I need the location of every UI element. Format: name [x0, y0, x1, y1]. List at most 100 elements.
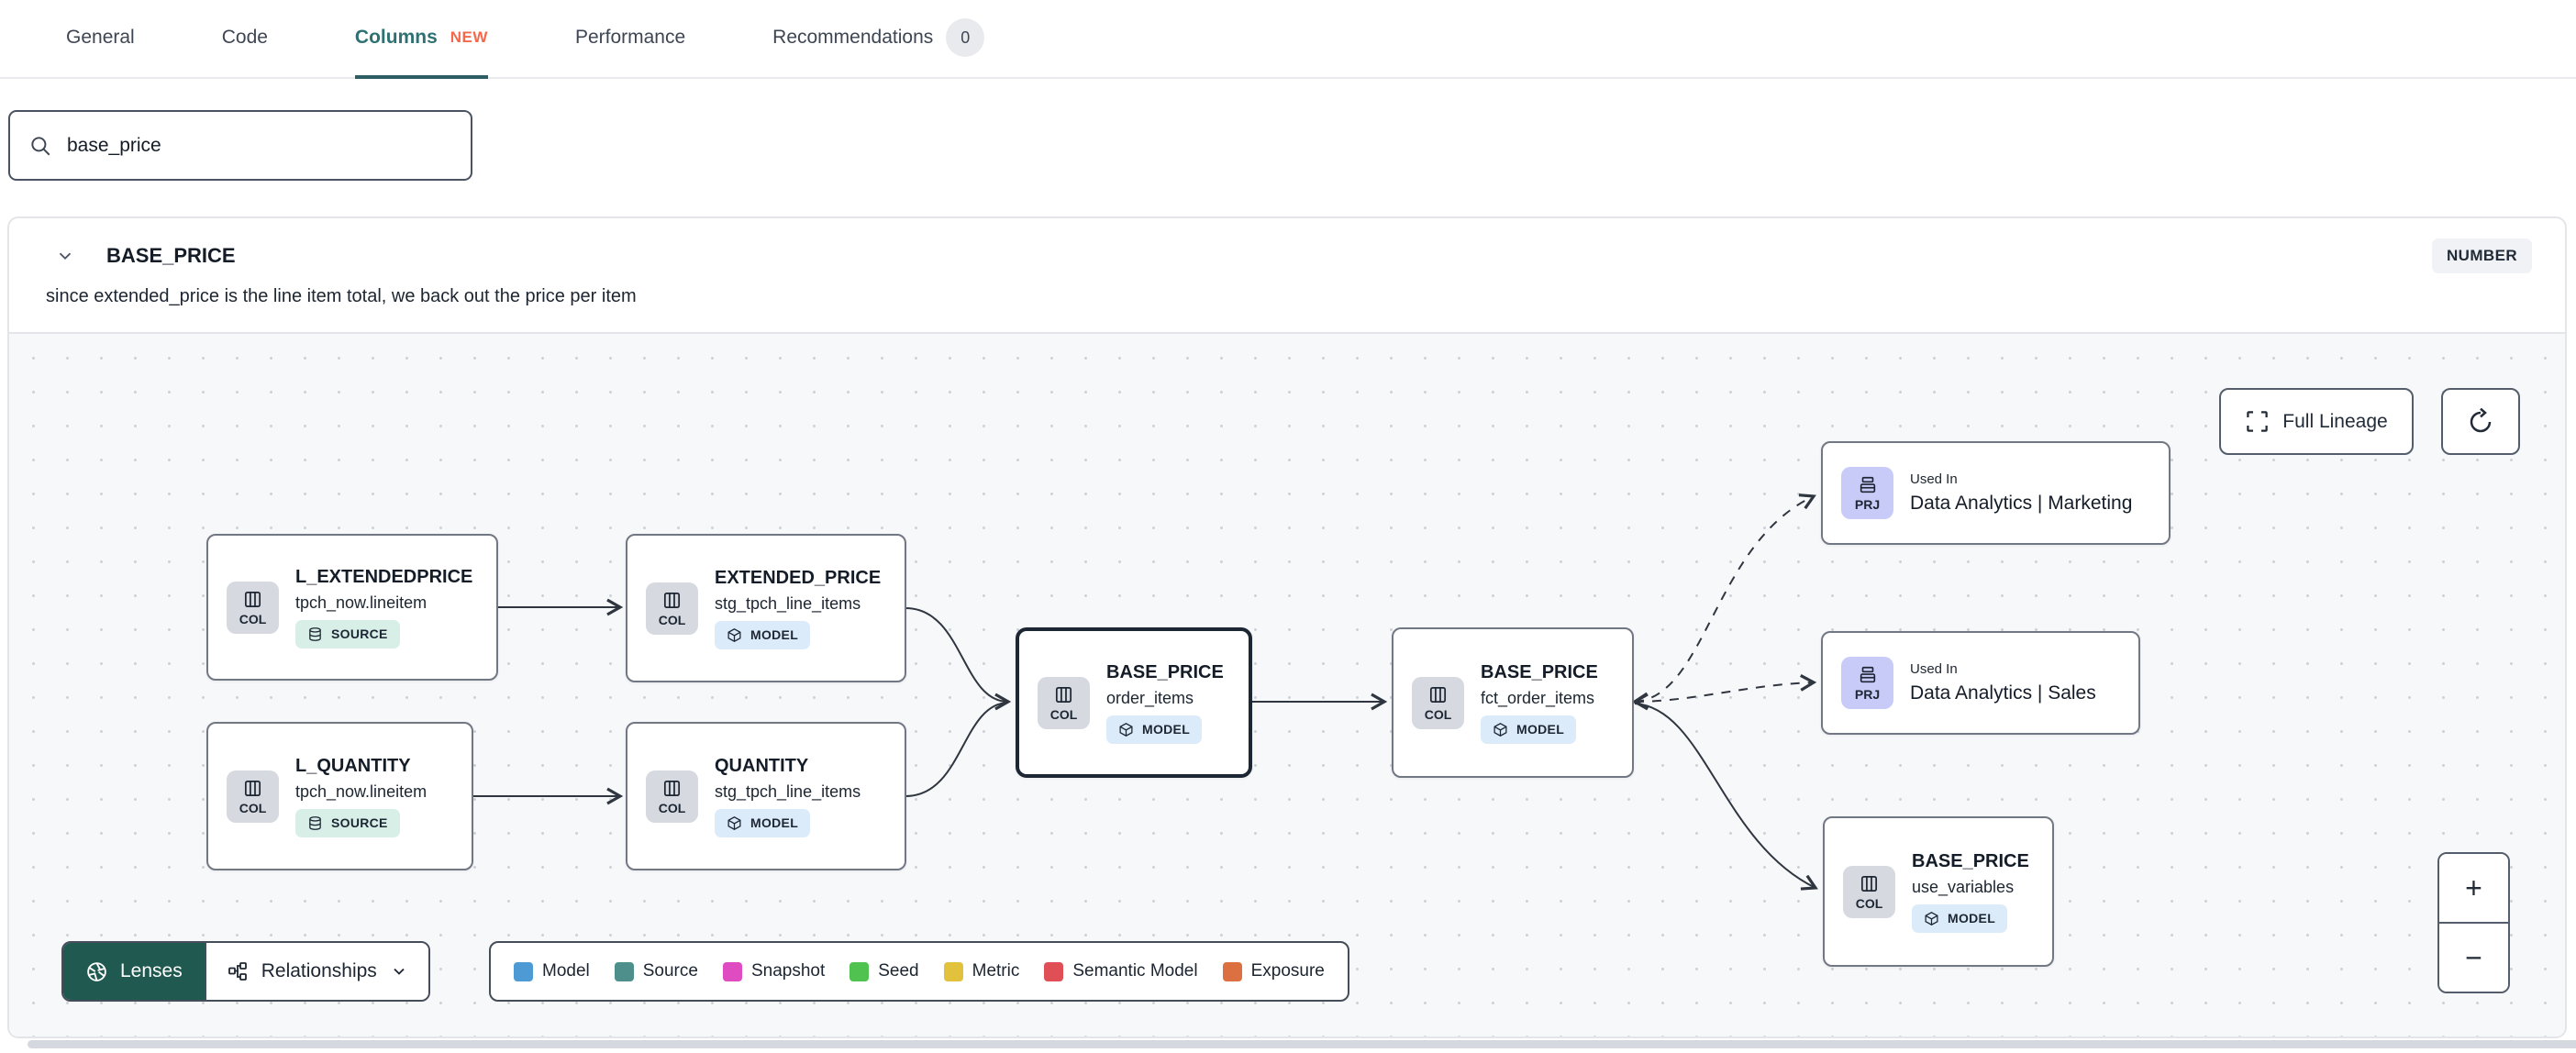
- columns-icon: [1429, 686, 1447, 703]
- project-kind-badge: PRJ: [1841, 657, 1893, 709]
- search-box[interactable]: [8, 110, 472, 181]
- cube-icon: [1119, 722, 1133, 737]
- column-kind-badge: COL: [1843, 865, 1895, 918]
- tab-recommendations[interactable]: Recommendations 0: [772, 0, 985, 79]
- node-subtitle: use_variables: [1912, 877, 2015, 896]
- tab-label: Code: [221, 27, 268, 48]
- semantic-model-swatch: [1044, 961, 1064, 981]
- lineage-node-l-quantity[interactable]: COL L_QUANTITY tpch_now.lineitem SOURCE: [206, 722, 473, 870]
- relationships-label: Relationships: [261, 960, 377, 981]
- column-kind-badge: COL: [1412, 676, 1464, 729]
- kind-label: COL: [658, 800, 686, 815]
- node-eyebrow: Used In: [1910, 661, 1958, 677]
- legend-item-exposure: Exposure: [1222, 961, 1325, 981]
- tab-bar: General Code Columns NEW Performance Rec…: [0, 0, 2576, 79]
- full-lineage-label: Full Lineage: [2282, 410, 2388, 432]
- new-badge: NEW: [450, 28, 488, 46]
- horizontal-scrollbar[interactable]: [28, 1040, 2576, 1048]
- kind-label: COL: [1855, 895, 1883, 911]
- zoom-out-button[interactable]: −: [2439, 924, 2508, 992]
- kind-label: COL: [1049, 706, 1078, 722]
- lineage-canvas[interactable]: Full Lineage COL L_EXTENDEDPRICE tpch_no…: [9, 332, 2565, 1036]
- kind-label: PRJ: [1854, 496, 1881, 512]
- model-badge: MODEL: [1106, 715, 1203, 744]
- snapshot-swatch: [722, 961, 742, 981]
- lineage-edges: [472, 493, 1818, 891]
- column-kind-badge: COL: [227, 770, 279, 823]
- lenses-button[interactable]: Lenses: [63, 943, 205, 1000]
- cube-icon: [727, 815, 741, 830]
- lineage-node-extended-price[interactable]: COL EXTENDED_PRICE stg_tpch_line_items M…: [626, 534, 906, 682]
- tab-label: General: [66, 27, 135, 48]
- columns-icon: [1860, 875, 1878, 892]
- source-badge: SOURCE: [295, 808, 400, 837]
- column-description: since extended_price is the line item to…: [46, 286, 637, 306]
- lineage-node-quantity[interactable]: COL QUANTITY stg_tpch_line_items MODEL: [626, 722, 906, 870]
- project-icon: [1860, 666, 1875, 682]
- search-icon: [31, 136, 50, 155]
- lineage-node-l-extendedprice[interactable]: COL L_EXTENDEDPRICE tpch_now.lineitem SO…: [206, 534, 498, 681]
- zoom-in-button[interactable]: +: [2439, 854, 2508, 924]
- node-title: Data Analytics | Marketing: [1910, 493, 2133, 514]
- column-card: BASE_PRICE NUMBER since extended_price i…: [7, 216, 2567, 1038]
- column-kind-badge: COL: [646, 770, 698, 823]
- model-badge: MODEL: [715, 808, 811, 837]
- columns-icon: [244, 591, 261, 607]
- column-kind-badge: COL: [1038, 676, 1090, 729]
- search-input[interactable]: [67, 134, 452, 157]
- aperture-icon: [87, 961, 106, 981]
- column-card-header: BASE_PRICE NUMBER since extended_price i…: [9, 218, 2565, 332]
- lineage-node-base-price-fct-order-items[interactable]: COL BASE_PRICE fct_order_items MODEL: [1392, 627, 1634, 778]
- node-subtitle: stg_tpch_line_items: [715, 781, 861, 801]
- tab-label: Columns: [354, 27, 438, 48]
- columns-icon: [663, 780, 681, 796]
- tab-columns[interactable]: Columns NEW: [354, 0, 488, 79]
- cube-icon: [1925, 911, 1938, 926]
- project-icon: [1860, 476, 1875, 493]
- lineage-node-used-in-marketing[interactable]: PRJ Used In Data Analytics | Marketing: [1821, 441, 2171, 545]
- legend-item-metric: Metric: [943, 961, 1019, 981]
- tab-code[interactable]: Code: [222, 0, 268, 79]
- model-badge: MODEL: [1912, 903, 2008, 933]
- recommendations-count-badge: 0: [946, 18, 985, 57]
- tab-performance[interactable]: Performance: [575, 0, 685, 79]
- node-subtitle: order_items: [1106, 688, 1194, 707]
- source-badge: SOURCE: [295, 619, 400, 648]
- badge-label: MODEL: [1142, 722, 1191, 737]
- cube-icon: [727, 627, 741, 642]
- metric-swatch: [943, 961, 963, 981]
- column-name: BASE_PRICE: [106, 244, 236, 267]
- kind-label: COL: [239, 611, 267, 626]
- refresh-button[interactable]: [2441, 388, 2520, 455]
- refresh-icon: [2470, 407, 2492, 432]
- project-kind-badge: PRJ: [1841, 467, 1893, 519]
- cube-icon: [1493, 722, 1507, 737]
- full-lineage-button[interactable]: Full Lineage: [2219, 388, 2414, 455]
- node-title: BASE_PRICE: [1481, 661, 1598, 682]
- tab-general[interactable]: General: [66, 0, 135, 79]
- legend-item-source: Source: [614, 961, 698, 981]
- database-icon: [309, 815, 321, 830]
- column-type-badge: NUMBER: [2431, 238, 2532, 273]
- database-icon: [309, 626, 321, 641]
- legend-item-snapshot: Snapshot: [722, 961, 825, 981]
- lineage-node-used-in-sales[interactable]: PRJ Used In Data Analytics | Sales: [1821, 631, 2140, 735]
- model-swatch: [514, 961, 533, 981]
- lenses-control-group: Lenses Relationships: [61, 941, 430, 1002]
- chevron-down-icon[interactable]: [55, 246, 75, 266]
- node-title: Data Analytics | Sales: [1910, 682, 2096, 704]
- kind-label: PRJ: [1854, 686, 1881, 702]
- zoom-controls: + −: [2437, 852, 2510, 993]
- search-row: [0, 79, 2576, 216]
- node-subtitle: fct_order_items: [1481, 688, 1595, 707]
- legend-item-semantic-model: Semantic Model: [1044, 961, 1198, 981]
- legend-item-seed: Seed: [849, 961, 919, 981]
- model-badge: MODEL: [715, 620, 811, 649]
- kind-label: COL: [239, 800, 267, 815]
- lineage-node-base-price-order-items[interactable]: COL BASE_PRICE order_items MODEL: [1016, 627, 1252, 778]
- lineage-node-base-price-use-variables[interactable]: COL BASE_PRICE use_variables MODEL: [1823, 816, 2054, 967]
- node-title: BASE_PRICE: [1912, 850, 2029, 871]
- relationships-dropdown[interactable]: Relationships: [204, 943, 428, 1000]
- tab-label: Recommendations: [772, 27, 934, 48]
